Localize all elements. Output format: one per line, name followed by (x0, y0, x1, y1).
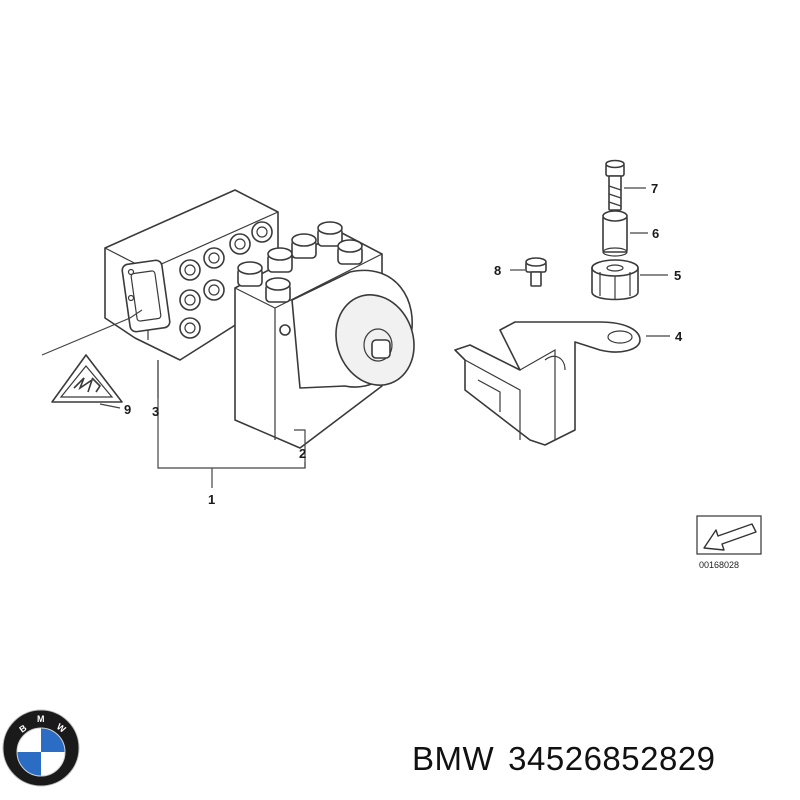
callout-5: 5 (674, 268, 681, 283)
hydraulic-unit-assembly (104, 189, 415, 449)
reference-stamp: 00168028 (696, 515, 762, 570)
svg-text:B: B (17, 722, 28, 734)
mounting-bracket-part-4 (454, 321, 641, 446)
part-caption: BMW 34526852829 (412, 740, 716, 778)
leader-lines (41, 187, 670, 488)
valve-bosses (179, 221, 273, 339)
callout-6: 6 (652, 226, 659, 241)
callout-2: 2 (299, 446, 306, 461)
pump-motor (279, 269, 415, 389)
bolt-part-7 (605, 159, 625, 211)
bushing-sleeve-part-6 (602, 210, 628, 257)
high-voltage-warning-triangle-icon (51, 354, 123, 403)
screw-part-8 (525, 257, 547, 287)
brand-name: BMW (412, 740, 495, 777)
callout-8: 8 (494, 263, 501, 278)
callout-9: 9 (124, 402, 131, 417)
control-module-part-3 (104, 189, 279, 361)
reference-code: 00168028 (699, 560, 739, 570)
block-bolts (237, 221, 363, 303)
bmw-roundel-logo: B M W (2, 709, 80, 787)
callout-7: 7 (651, 181, 658, 196)
callout-1: 1 (208, 492, 215, 507)
hydraulic-block-part-2 (234, 221, 415, 449)
svg-text:M: M (37, 714, 45, 724)
rubber-mount-part-5 (591, 259, 639, 301)
part-number: 34526852829 (508, 740, 716, 777)
callout-3: 3 (152, 404, 159, 419)
callout-4: 4 (675, 329, 683, 344)
arrow-icon (703, 523, 757, 551)
callout-numbers: 1 2 3 4 5 6 7 8 9 (124, 181, 683, 507)
